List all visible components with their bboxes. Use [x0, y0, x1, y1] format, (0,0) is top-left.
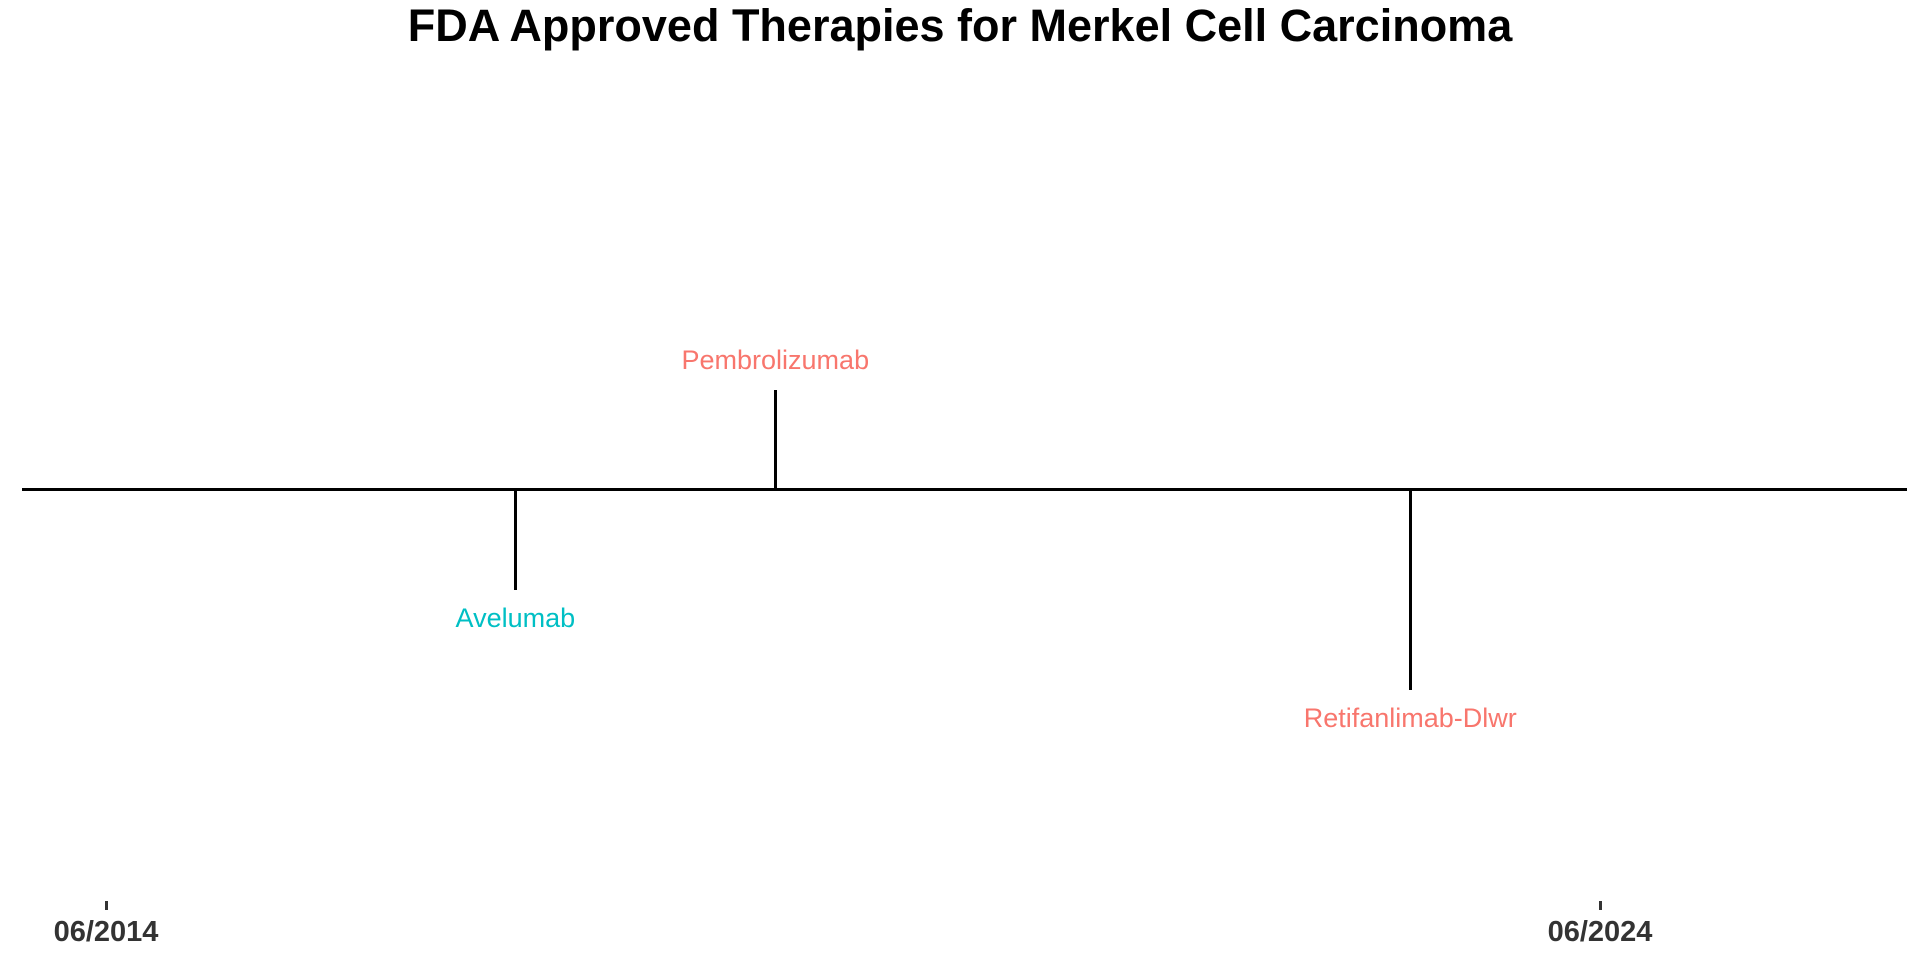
event-tick-pembrolizumab [773, 390, 777, 490]
event-label-avelumab: Avelumab [455, 603, 576, 633]
x-axis-tick [104, 901, 108, 910]
x-axis-label: 06/2014 [53, 916, 159, 948]
chart-title: FDA Approved Therapies for Merkel Cell C… [407, 0, 1513, 51]
x-axis-tick [1598, 901, 1602, 910]
event-label-retifanlimab-dlwr: Retifanlimab-Dlwr [1303, 703, 1517, 733]
x-axis-label: 06/2024 [1547, 916, 1653, 948]
event-tick-avelumab [513, 490, 517, 590]
event-label-pembrolizumab: Pembrolizumab [681, 345, 870, 375]
timeline-axis-line [22, 488, 1907, 491]
event-tick-retifanlimab-dlwr [1408, 490, 1412, 690]
